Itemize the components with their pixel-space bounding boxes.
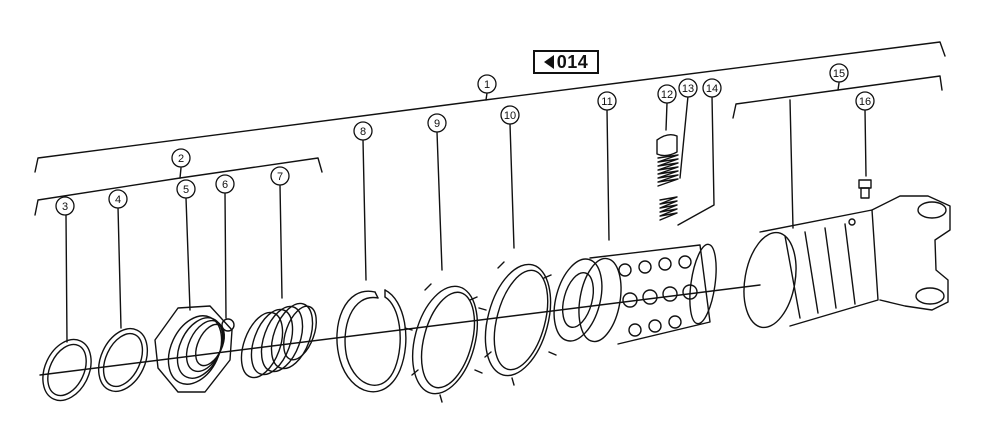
callout-circle xyxy=(108,189,128,209)
callout-label: 8 xyxy=(360,126,366,138)
callout-label: 6 xyxy=(222,179,228,191)
page-reference-number: 014 xyxy=(556,51,589,72)
leader-16 xyxy=(864,109,867,177)
callout-circle xyxy=(597,91,617,111)
callout-circle xyxy=(855,91,875,111)
callout-circle xyxy=(477,74,497,94)
callout-circle xyxy=(270,166,290,186)
part-8-circlip xyxy=(336,289,407,393)
callout-11: 11 xyxy=(597,91,617,111)
leader-13 xyxy=(679,95,689,179)
callout-label: 13 xyxy=(682,83,694,95)
callout-label: 2 xyxy=(178,153,184,165)
callout-3: 3 xyxy=(55,196,75,216)
leader-8 xyxy=(362,139,367,281)
callout-label: 16 xyxy=(859,96,871,108)
part-3-snap-ring xyxy=(42,338,92,402)
callout-12: 12 xyxy=(657,84,677,104)
part-15-yoke xyxy=(743,195,951,329)
leader-4 xyxy=(117,206,122,329)
callout-7: 7 xyxy=(270,166,290,186)
callout-circle xyxy=(702,78,722,98)
callout-label: 9 xyxy=(434,118,440,130)
leader-12 xyxy=(665,102,668,131)
callout-15: 15 xyxy=(829,63,849,83)
callout-5: 5 xyxy=(176,179,196,199)
callout-10: 10 xyxy=(500,105,520,125)
bracket-1 xyxy=(34,41,946,173)
page-reference-box[interactable]: 014 xyxy=(533,50,599,74)
callout-label: 3 xyxy=(62,201,68,213)
leader-15 xyxy=(837,82,840,91)
callout-circle xyxy=(657,84,677,104)
callout-6: 6 xyxy=(215,174,235,194)
part-9-wave-ring xyxy=(404,283,483,403)
leader-3 xyxy=(65,214,68,343)
callout-label: 4 xyxy=(115,194,121,206)
callout-circle xyxy=(215,174,235,194)
callout-circle xyxy=(55,196,75,216)
callout-4: 4 xyxy=(108,189,128,209)
callout-circle xyxy=(353,121,373,141)
callout-label: 5 xyxy=(183,184,189,196)
leader-1 xyxy=(485,92,488,101)
part-10-wave-ring xyxy=(478,261,557,386)
leader-14 xyxy=(677,95,715,226)
callout-label: 11 xyxy=(601,96,612,108)
callout-circle xyxy=(829,63,849,83)
leader-2 xyxy=(179,167,182,179)
leader-10 xyxy=(509,123,515,249)
part-11-splined-hub xyxy=(553,243,717,345)
callout-circle xyxy=(171,148,191,168)
callout-1: 1 xyxy=(477,74,497,94)
callout-9: 9 xyxy=(427,113,447,133)
part-12-pin xyxy=(656,133,678,157)
leader-9 xyxy=(436,131,443,271)
part-6-ball xyxy=(221,318,235,332)
leader-5 xyxy=(185,197,191,311)
callout-label: 7 xyxy=(277,171,283,183)
callout-2: 2 xyxy=(171,148,191,168)
callout-8: 8 xyxy=(353,121,373,141)
callout-label: 15 xyxy=(833,68,845,80)
callout-circle xyxy=(500,105,520,125)
callout-label: 1 xyxy=(484,79,490,91)
part-5-bearing-collar xyxy=(154,305,233,393)
leader-6 xyxy=(224,192,227,319)
callout-13: 13 xyxy=(678,78,698,98)
callout-circle xyxy=(678,78,698,98)
callout-circle xyxy=(427,113,447,133)
callout-16: 16 xyxy=(855,91,875,111)
callout-label: 10 xyxy=(504,110,516,122)
leader-7 xyxy=(279,184,283,299)
part-7-spring xyxy=(240,302,317,379)
leader-15b xyxy=(789,99,794,229)
callout-circle xyxy=(176,179,196,199)
leader-11 xyxy=(606,109,610,241)
callout-label: 12 xyxy=(661,89,673,101)
left-triangle-icon xyxy=(543,55,554,69)
part-14-spring xyxy=(659,196,678,221)
callout-label: 14 xyxy=(706,83,718,95)
callout-14: 14 xyxy=(702,78,722,98)
part-13-spring xyxy=(657,154,679,187)
part-16-grease-nipple xyxy=(858,179,872,199)
part-4-ring xyxy=(97,327,149,393)
